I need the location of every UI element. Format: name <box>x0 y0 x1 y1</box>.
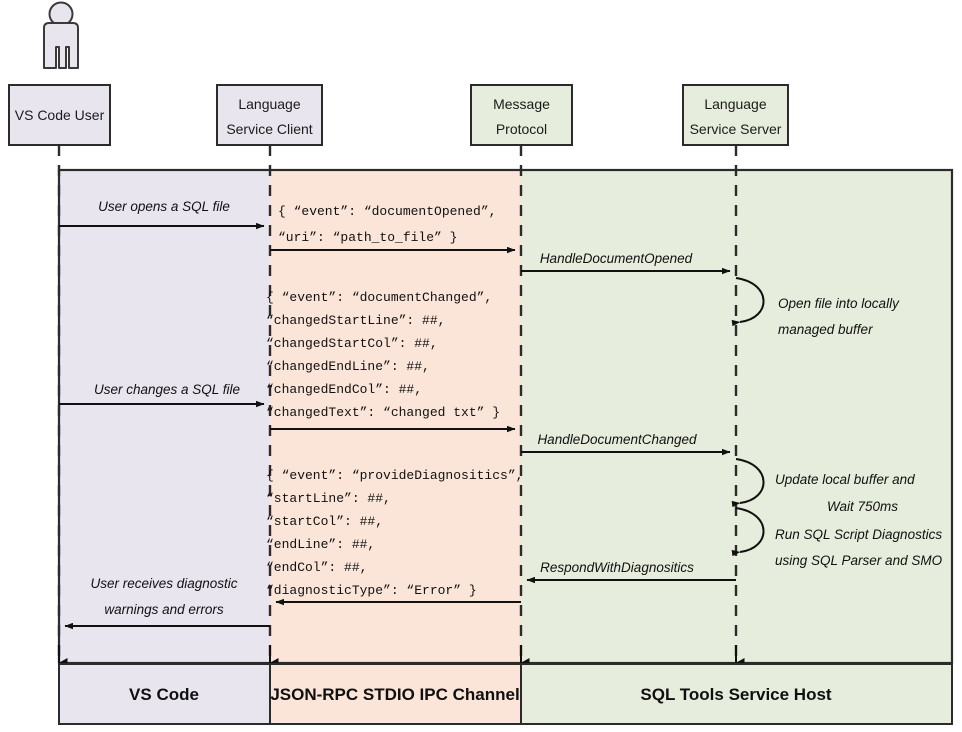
json-line: “changedText”: “changed txt” } <box>266 405 500 420</box>
message-respond-with-diagnositics: RespondWithDiagnositics <box>526 560 736 584</box>
header-box-language-service-client[interactable]: Language Service Client <box>216 84 323 146</box>
json-line: { “event”: “documentChanged”, <box>266 290 492 305</box>
json-line: { “event”: “provideDiagnositics”, <box>266 468 523 483</box>
lane-ipc-bg <box>270 170 521 663</box>
self-message-open-file-into-buffer: Open file into locally managed buffer <box>731 277 900 337</box>
header-label-vs-code-user: VS Code User <box>15 107 105 123</box>
header-label-language-service-client-1: Language <box>238 96 301 112</box>
self-message-label-line2: using SQL Parser and SMO <box>775 553 943 568</box>
message-handle-document-changed: HandleDocumentChanged <box>521 432 731 456</box>
message-label-user-changes-sql-file: User changes a SQL file <box>94 382 240 397</box>
header-label-language-service-client-2: Service Client <box>226 121 312 137</box>
message-label-handle-document-opened: HandleDocumentOpened <box>540 251 693 266</box>
self-message-label-line1: Open file into locally <box>778 296 900 311</box>
json-line: “endLine”: ##, <box>266 537 375 552</box>
message-user-changes-sql-file: User changes a SQL file <box>59 382 265 408</box>
lifeline-terminators <box>58 645 745 668</box>
message-handle-document-opened: HandleDocumentOpened <box>521 251 731 275</box>
json-block-provide-diagnositics: { “event”: “provideDiagnositics”, “start… <box>266 468 523 598</box>
json-line: “startCol”: ##, <box>266 514 383 529</box>
footer-band-label-jsonrpc: JSON-RPC STDIO IPC Channel <box>270 685 519 704</box>
lane-vs-code-bg <box>59 170 270 663</box>
footer-band-sql-tools[interactable]: SQL Tools Service Host <box>520 663 953 725</box>
message-label-handle-document-changed: HandleDocumentChanged <box>537 432 697 447</box>
header-box-language-service-server[interactable]: Language Service Server <box>682 84 789 146</box>
vs-code-user-actor-icon <box>43 1 79 69</box>
message-label-user-receives-diagnostics-2: warnings and errors <box>104 602 224 617</box>
header-label-message-protocol-1: Message <box>493 96 550 112</box>
self-message-label-line1: Run SQL Script Diagnostics <box>775 527 942 542</box>
message-user-receives-diagnostics: User receives diagnostic warnings and er… <box>64 576 270 630</box>
self-message-label-line2: managed buffer <box>778 322 873 337</box>
self-message-label-line2: Wait 750ms <box>827 499 898 514</box>
json-block-document-changed: { “event”: “documentChanged”, “changedSt… <box>266 290 500 420</box>
header-label-language-service-server-2: Service Server <box>690 121 782 137</box>
footer-band-jsonrpc[interactable]: JSON-RPC STDIO IPC Channel <box>269 663 522 725</box>
header-box-vs-code-user[interactable]: VS Code User <box>8 84 111 146</box>
message-label-user-receives-diagnostics-1: User receives diagnostic <box>90 576 237 591</box>
json-line: “uri”: “path_to_file” } <box>278 230 457 245</box>
json-line: “changedEndCol”: ##, <box>266 382 422 397</box>
footer-band-label-sql-tools: SQL Tools Service Host <box>640 685 831 704</box>
json-line: { “event”: “documentOpened”, <box>278 204 496 219</box>
header-label-message-protocol-2: Protocol <box>496 121 547 137</box>
json-line: “changedEndLine”: ##, <box>266 359 430 374</box>
self-message-run-diagnostics: Run SQL Script Diagnostics using SQL Par… <box>731 507 943 568</box>
self-message-label-line1: Update local buffer and <box>775 472 915 487</box>
lifelines-group <box>57 145 738 663</box>
footer-band-label-vs-code: VS Code <box>129 685 199 704</box>
message-label-user-opens-sql-file: User opens a SQL file <box>98 199 230 214</box>
swimlane-backgrounds <box>57 168 954 665</box>
message-user-opens-sql-file: User opens a SQL file <box>59 199 265 230</box>
json-block-document-opened: { “event”: “documentOpened”, “uri”: “pat… <box>278 204 496 245</box>
json-line: “diagnosticType”: “Error” } <box>266 583 477 598</box>
json-line: “changedStartCol”: ##, <box>266 336 438 351</box>
json-line: “endCol”: ##, <box>266 560 367 575</box>
footer-band-vs-code[interactable]: VS Code <box>58 663 271 725</box>
header-label-language-service-server-1: Language <box>704 96 767 112</box>
json-line: “changedStartLine”: ##, <box>266 313 445 328</box>
header-box-message-protocol[interactable]: Message Protocol <box>470 84 573 146</box>
message-label-respond-with-diagnositics: RespondWithDiagnositics <box>540 560 694 575</box>
json-line: “startLine”: ##, <box>266 491 391 506</box>
self-message-update-buffer-wait: Update local buffer and Wait 750ms <box>731 458 915 514</box>
